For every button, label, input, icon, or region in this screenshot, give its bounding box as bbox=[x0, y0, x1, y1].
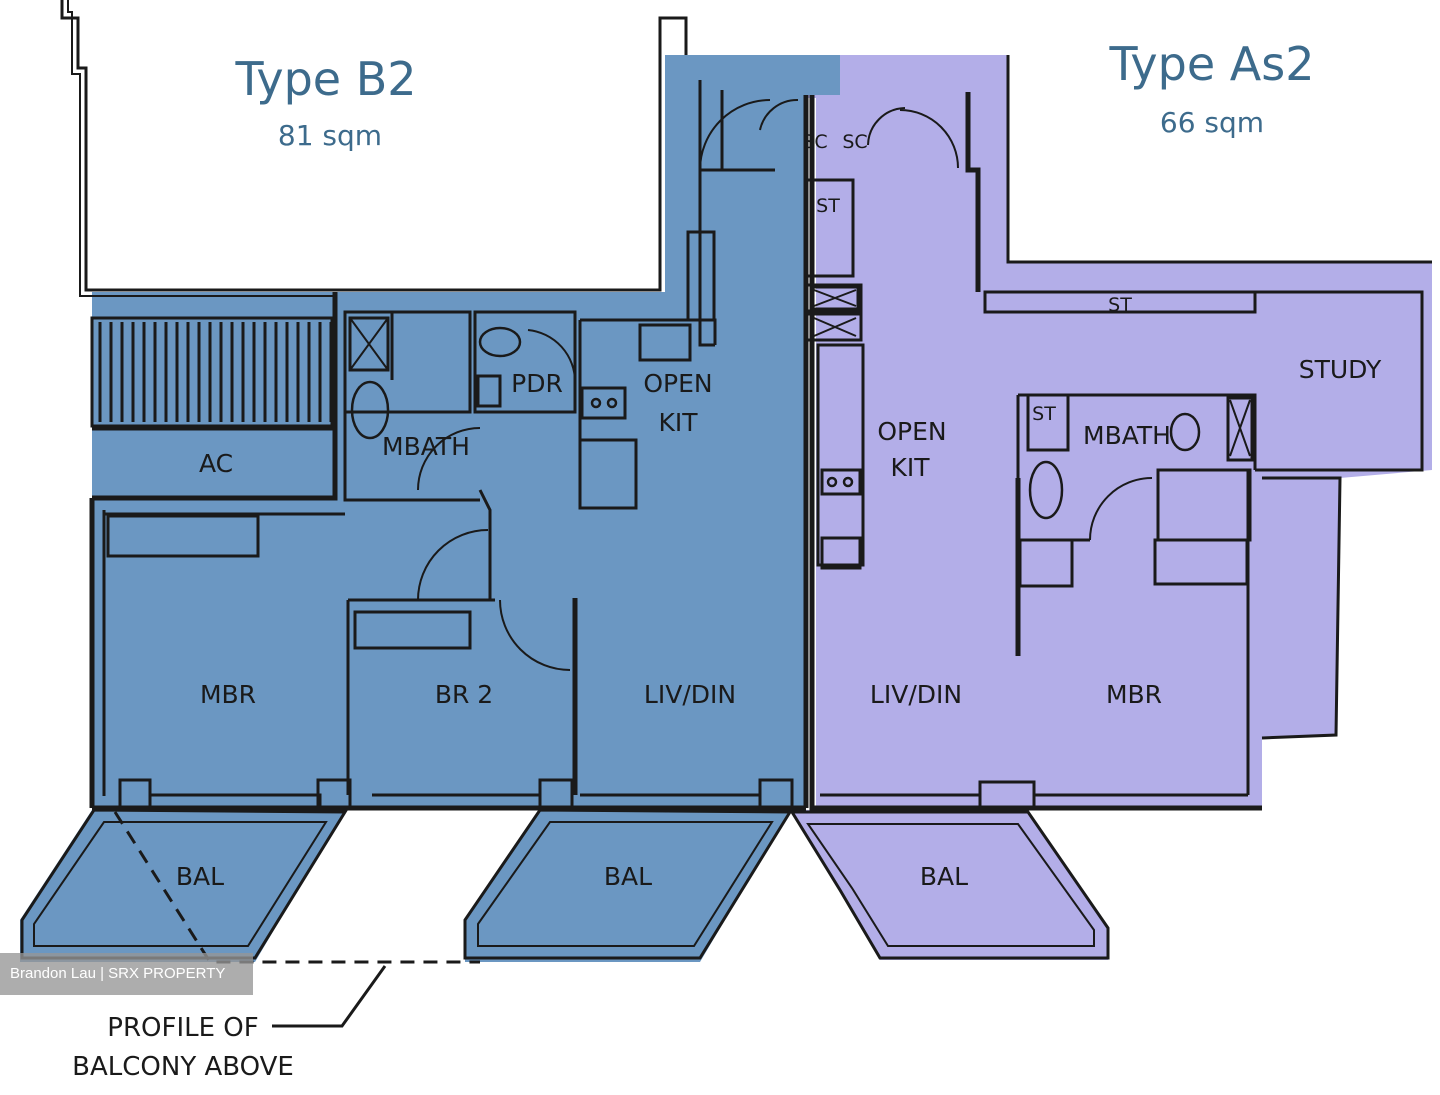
unit-as2-area: 66 sqm bbox=[1160, 106, 1264, 139]
balcony-profile-annotation: PROFILE OF BALCONY ABOVE bbox=[72, 965, 387, 1082]
trellis-grille bbox=[90, 316, 334, 428]
annotation-line-1: PROFILE OF bbox=[107, 1013, 258, 1043]
unit-b2-area: 81 sqm bbox=[278, 119, 382, 152]
unit-as2-fill bbox=[792, 55, 1432, 960]
outdoor-outline bbox=[60, 0, 688, 297]
room-label-open-kit-b2-1: OPEN bbox=[643, 369, 712, 398]
room-label-br2: BR 2 bbox=[435, 680, 493, 709]
room-label-bal-b2-1: BAL bbox=[176, 862, 224, 891]
unit-b2-title: Type B2 bbox=[234, 52, 416, 106]
room-label-pdr: PDR bbox=[511, 369, 563, 398]
room-label-bal-as2: BAL bbox=[920, 862, 968, 891]
room-label-mbath-b2: MBATH bbox=[382, 432, 470, 461]
annotation-line-2: BALCONY ABOVE bbox=[72, 1052, 294, 1082]
room-label-mbath-as2: MBATH bbox=[1083, 421, 1171, 450]
room-label-st-as2-3: ST bbox=[1032, 403, 1056, 425]
watermark: Brandon Lau | SRX PROPERTY bbox=[0, 953, 253, 995]
door-swings bbox=[417, 98, 1153, 671]
unit-as2-title: Type As2 bbox=[1109, 37, 1315, 91]
room-label-liv-din-b2: LIV/DIN bbox=[644, 680, 736, 709]
room-label-open-kit-as2-1: OPEN bbox=[877, 417, 946, 446]
room-label-ac: AC bbox=[199, 449, 233, 478]
room-label-liv-din-as2: LIV/DIN bbox=[870, 680, 962, 709]
room-label-study: STUDY bbox=[1299, 355, 1382, 384]
room-label-open-kit-b2-2: KIT bbox=[658, 408, 698, 437]
room-label-bal-b2-2: BAL bbox=[604, 862, 652, 891]
room-label-mbr-as2: MBR bbox=[1106, 680, 1162, 709]
unit-b2-fill bbox=[20, 55, 840, 962]
room-label-mbr-b2: MBR bbox=[200, 680, 256, 709]
room-label-sc-as2: SC bbox=[842, 131, 867, 153]
walls-as2 bbox=[803, 55, 1432, 811]
fixtures bbox=[348, 285, 1251, 520]
room-label-st-as2-2: ST bbox=[1108, 294, 1132, 316]
room-label-st-as2-1: ST bbox=[816, 195, 840, 217]
room-label-open-kit-as2-2: KIT bbox=[890, 453, 930, 482]
room-label-sc-b2: SC bbox=[802, 131, 827, 153]
